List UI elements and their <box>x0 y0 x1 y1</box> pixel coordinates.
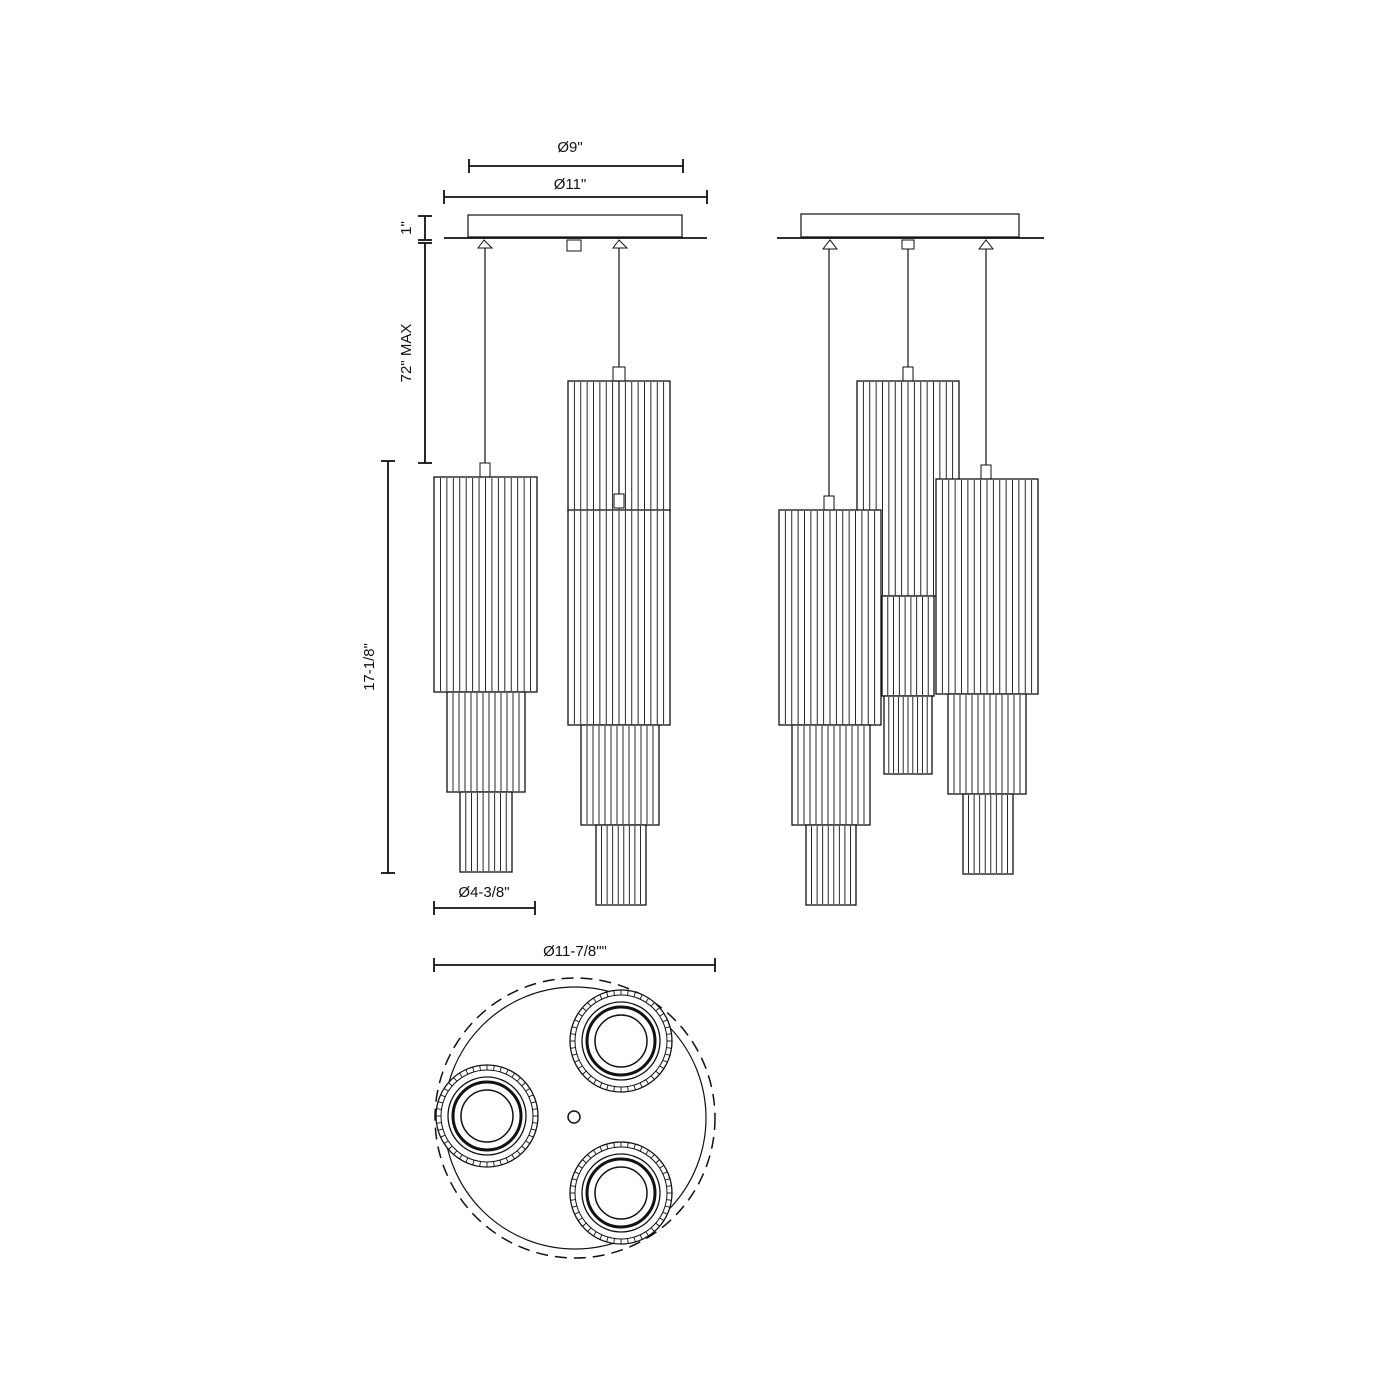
bottom-shade-top <box>569 989 673 1093</box>
bottom-center-screw <box>567 1110 581 1124</box>
side-cord-left <box>823 249 835 511</box>
front-cord-left <box>479 248 491 478</box>
overall-diameter-label: Ø11-7/8"" <box>543 943 607 960</box>
bottom-outline-dashed <box>434 977 716 1259</box>
dimension-canopy-outer: Ø11" <box>443 176 708 204</box>
dimension-canopy-inner: Ø9" <box>468 139 684 173</box>
dimension-canopy-height: 1" <box>398 215 432 241</box>
dimension-cord-length: 72" MAX <box>398 242 432 464</box>
canopy-inner-diameter-label: Ø9" <box>557 139 582 156</box>
cord-length-label: 72" MAX <box>398 324 415 383</box>
front-pendant-right <box>567 380 671 906</box>
side-cord-right <box>980 249 992 480</box>
bottom-shade-left <box>435 1064 539 1168</box>
front-view <box>433 214 707 906</box>
front-cord-right <box>612 248 626 382</box>
dimension-shade-diameter: Ø4-3/8" <box>433 884 536 915</box>
side-pendant-right <box>935 478 1039 875</box>
fixture-height-label: 17-1/8" <box>361 643 378 691</box>
front-canopy <box>444 214 707 252</box>
side-view <box>777 213 1044 906</box>
shade-diameter-label: Ø4-3/8" <box>458 884 509 901</box>
bottom-shade-bottom <box>569 1141 673 1245</box>
bottom-view <box>434 977 716 1259</box>
dimension-overall-diameter: Ø11-7/8"" <box>433 943 716 972</box>
side-cord-middle <box>902 249 914 382</box>
canopy-height-label: 1" <box>398 221 415 235</box>
front-pendant-left <box>433 476 538 873</box>
side-canopy <box>777 213 1044 250</box>
canopy-outer-diameter-label: Ø11" <box>554 176 587 193</box>
side-pendant-left <box>778 509 882 906</box>
dimension-fixture-height: 17-1/8" <box>361 460 395 874</box>
